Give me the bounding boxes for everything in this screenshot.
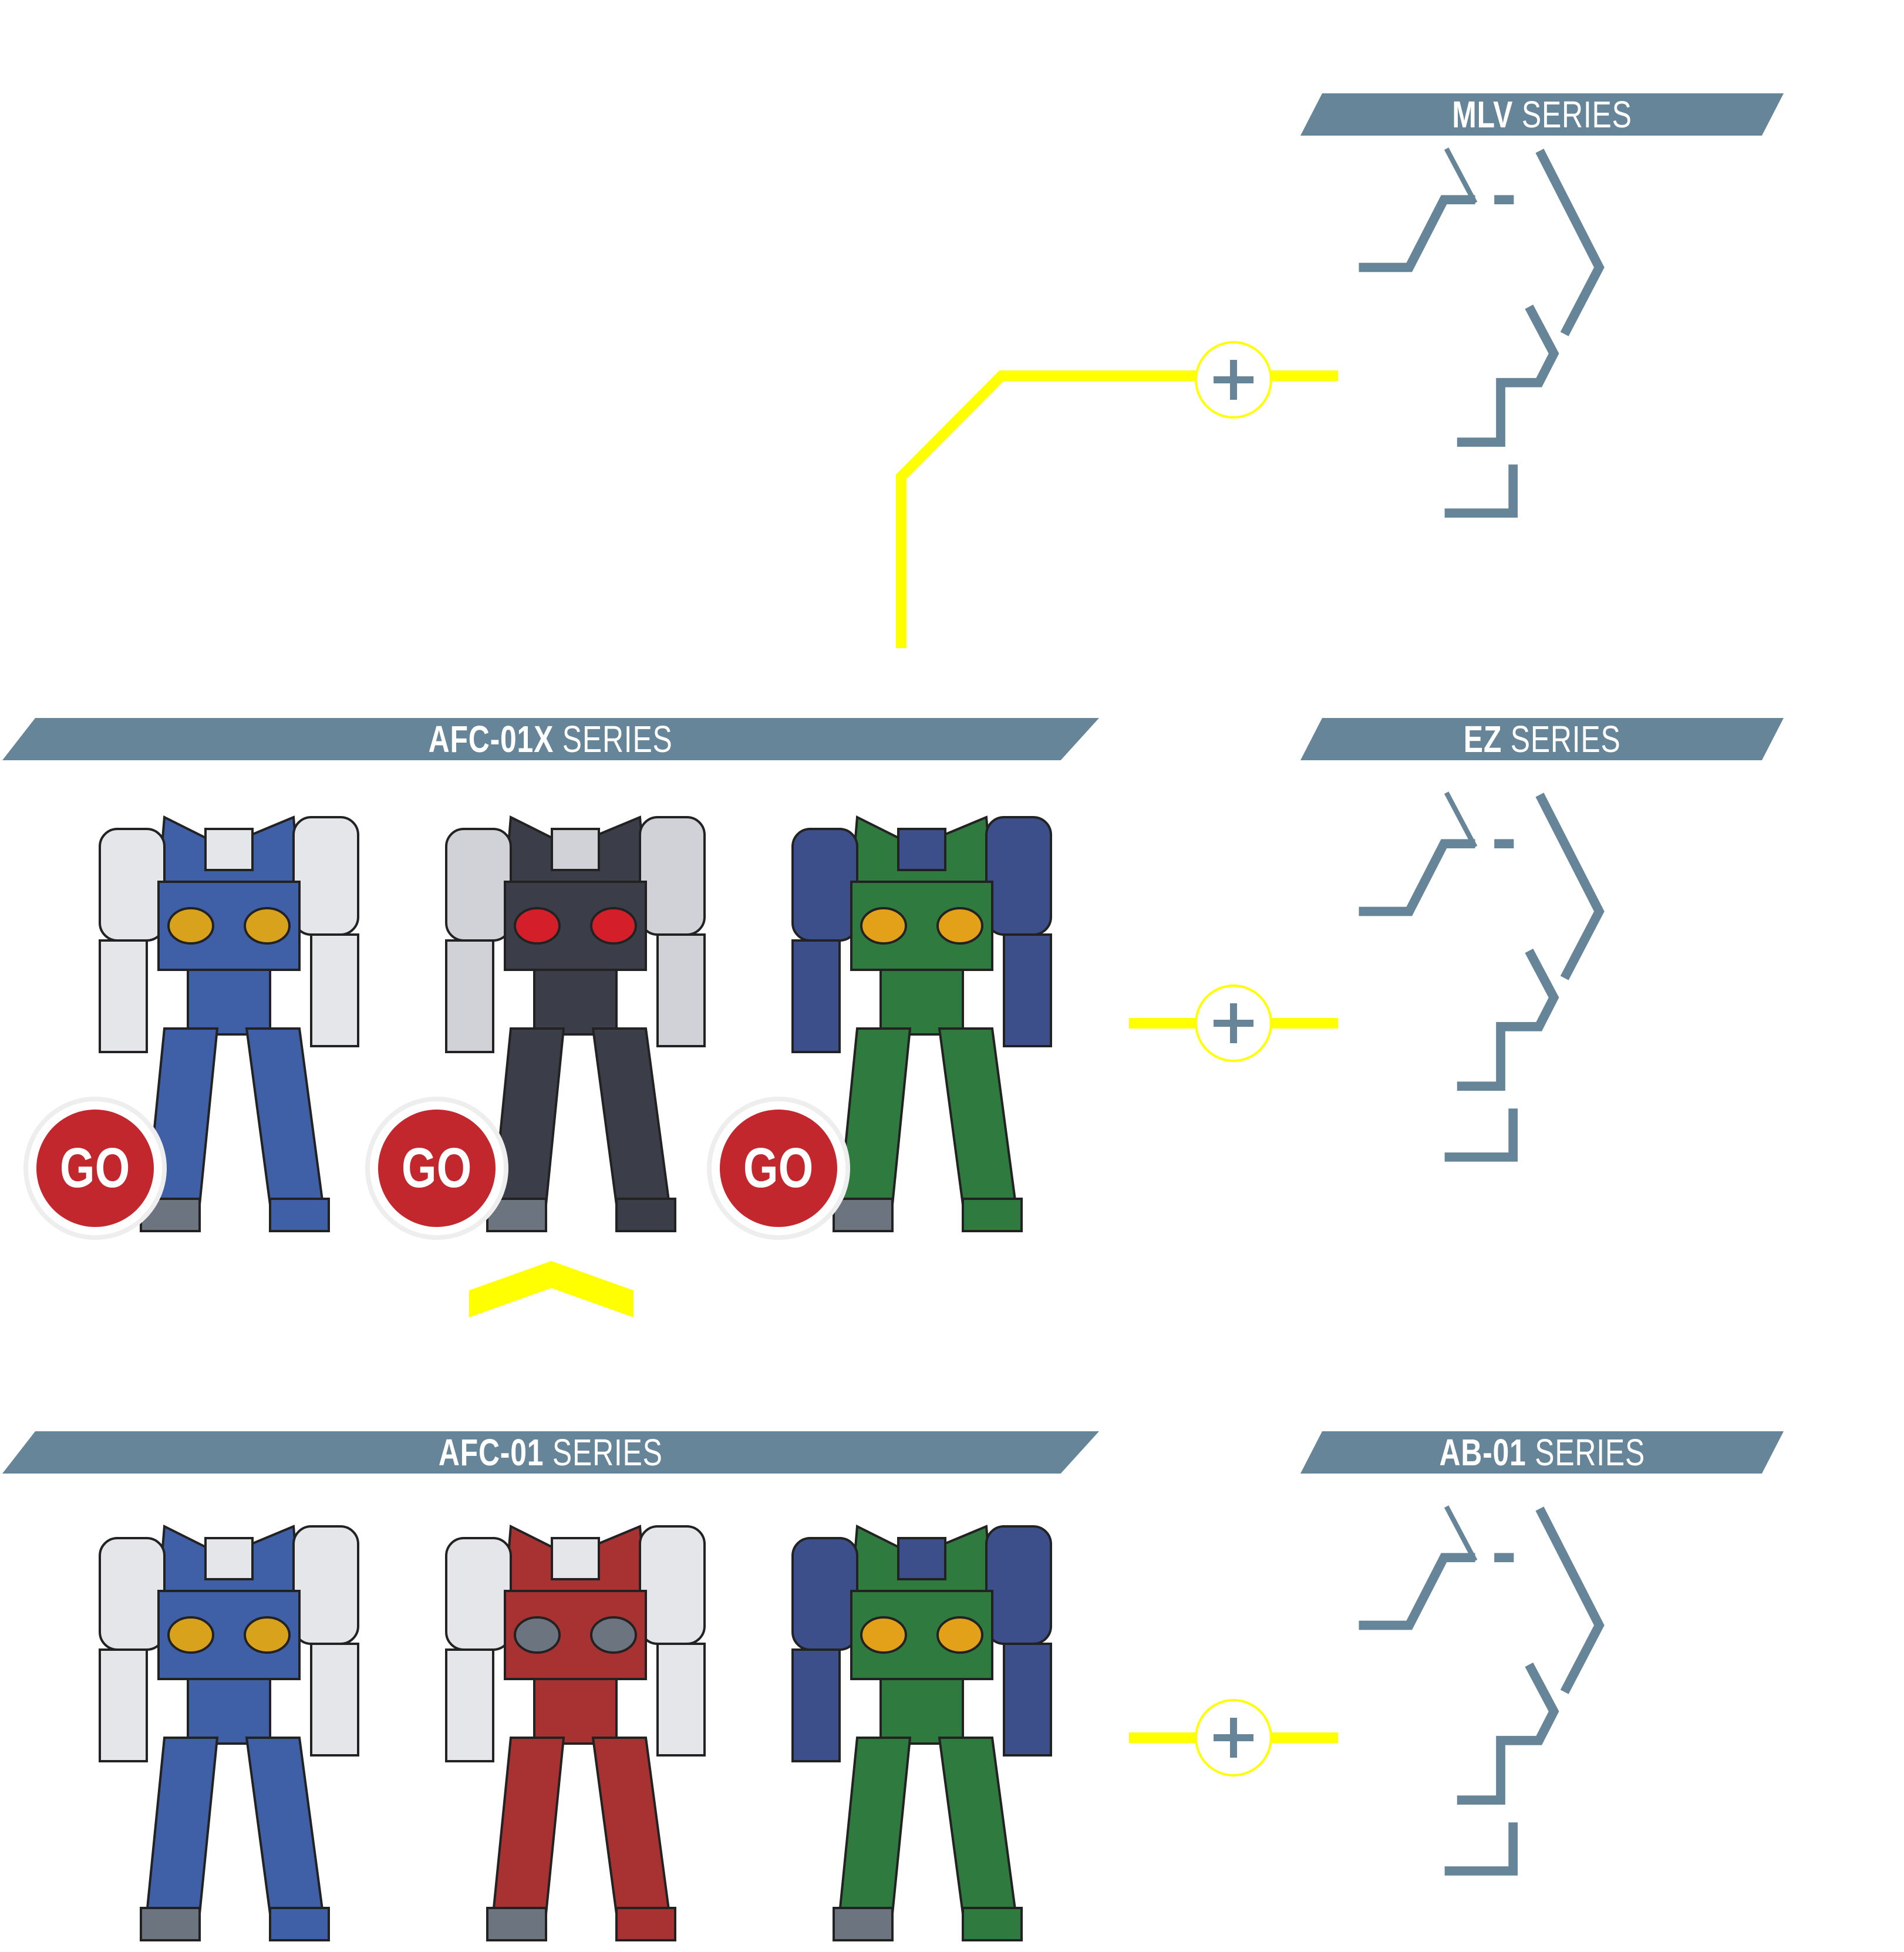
chevron-up-icon [469,1261,633,1317]
go-button-afc01x-blue[interactable]: GO [36,1110,154,1227]
series-code: AB-01 [1439,1431,1526,1474]
locked-mech-silhouette-icon [1359,791,1605,1162]
unlock-mlv-plus-button[interactable] [1195,341,1272,419]
series-suffix: SERIES [1535,1431,1645,1474]
connector-line-mlv [896,370,1338,648]
mlv-series-banner: MLV SERIES [1300,93,1784,136]
go-label: GO [402,1137,472,1199]
afc01x-blue-mech[interactable] [76,794,382,1240]
afc01-red-mech[interactable] [423,1503,728,1949]
go-label: GO [60,1137,130,1199]
locked-mech-silhouette-icon [1359,1505,1605,1876]
afc01x-series-banner: AFC-01X SERIES [2,718,1099,760]
series-suffix: SERIES [1510,718,1621,760]
ez-series-banner: EZ SERIES [1300,718,1784,760]
series-code: EZ [1463,718,1502,760]
ab01-series-banner: AB-01 SERIES [1300,1431,1784,1474]
afc01-series-banner: AFC-01 SERIES [2,1431,1099,1474]
unlock-ez-plus-button[interactable] [1195,985,1272,1062]
go-label: GO [743,1137,814,1199]
series-code: AFC-01 [439,1431,544,1474]
afc01x-black-mech[interactable] [423,794,728,1240]
series-code: AFC-01X [429,718,554,760]
series-suffix: SERIES [562,718,673,760]
unlock-ab01-plus-button[interactable] [1195,1699,1272,1776]
series-suffix: SERIES [552,1431,663,1474]
plus-icon [1214,1003,1253,1043]
afc01-blue-mech[interactable] [76,1503,382,1949]
afc01-green-mech[interactable] [769,1503,1074,1949]
plus-icon [1214,360,1253,400]
afc01x-green-mech[interactable] [769,794,1074,1240]
go-button-afc01x-black[interactable]: GO [378,1110,496,1227]
series-code: MLV [1452,93,1514,136]
plus-icon [1214,1718,1253,1758]
locked-mech-silhouette-icon [1359,147,1605,518]
series-suffix: SERIES [1521,93,1632,136]
go-button-afc01x-green[interactable]: GO [720,1110,837,1227]
